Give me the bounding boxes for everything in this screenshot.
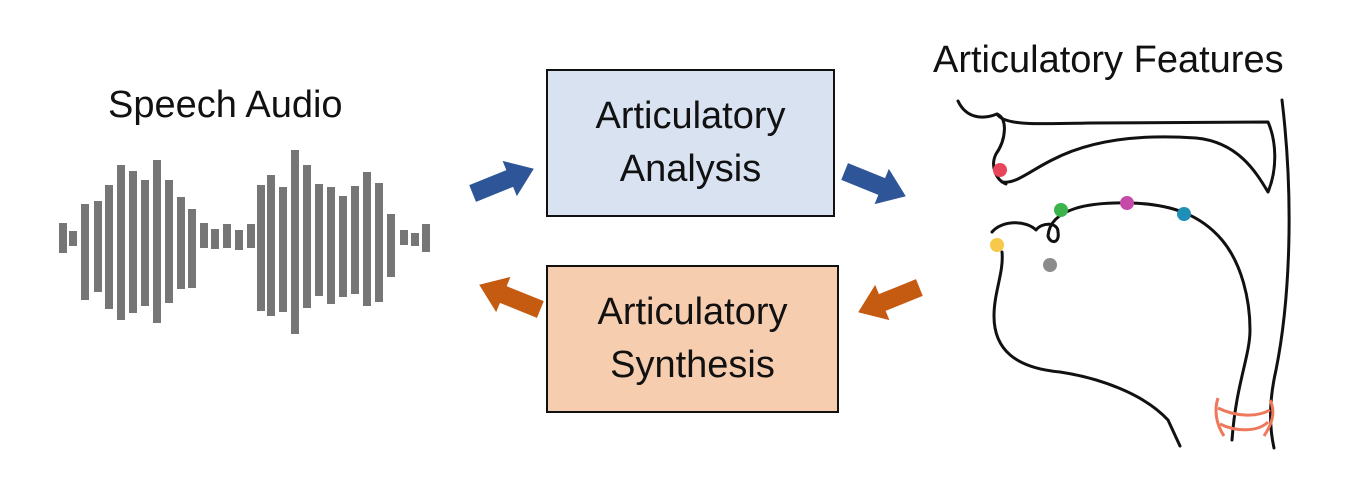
waveform-bar [188, 209, 196, 288]
waveform-bar [94, 201, 102, 292]
waveform-bar [257, 185, 265, 311]
waveform-bar [351, 186, 359, 294]
waveform-bar [177, 197, 185, 289]
waveform-bar [59, 223, 67, 253]
waveform-bar [200, 223, 208, 248]
articulatory-synthesis-box: Articulatory Synthesis [546, 265, 839, 413]
waveform-bar [327, 187, 335, 304]
waveform-bar [375, 183, 383, 302]
jaw-outline [992, 250, 1182, 448]
waveform-bar [211, 229, 219, 249]
waveform-bar [339, 196, 347, 297]
waveform-bar [363, 172, 371, 306]
speech-audio-title: Speech Audio [108, 84, 343, 126]
synthesis-label-line1: Articulatory [597, 290, 788, 333]
waveform-bar [387, 214, 395, 277]
arrow-features-to-synthesis [858, 279, 923, 321]
waveform-bar [141, 180, 149, 306]
waveform-bar [129, 171, 137, 313]
waveform-bar [279, 187, 287, 312]
sensor-tongue-tip-dot [1054, 203, 1068, 217]
waveform-bar [400, 230, 408, 245]
arrow-synthesis-to-audio [479, 276, 544, 318]
synthesis-label-line2: Synthesis [610, 344, 775, 386]
sensor-tongue-dorsum-dot [1177, 207, 1191, 221]
sensor-lower-incisor-dot [1043, 258, 1057, 272]
tongue-outline [990, 201, 1252, 442]
waveform-bars [59, 150, 430, 334]
speech-waveform-icon [59, 150, 430, 334]
arrow-audio-to-analysis [469, 160, 534, 202]
waveform-bar [291, 150, 299, 334]
larynx-icon [1214, 397, 1275, 437]
waveform-bar [422, 224, 430, 252]
waveform-bar [81, 204, 89, 300]
waveform-bar [153, 160, 161, 323]
palate-outline [995, 112, 1277, 194]
articulatory-features-title: Articulatory Features [933, 39, 1284, 81]
waveform-bar [267, 175, 275, 316]
analysis-label-line2: Analysis [619, 148, 762, 190]
analysis-label-line1: Articulatory [595, 94, 786, 137]
waveform-bar [235, 230, 243, 250]
waveform-bar [315, 184, 323, 296]
waveform-bar [223, 224, 231, 248]
sensor-upper-lip-dot [993, 163, 1007, 177]
arrow-analysis-to-features [841, 163, 906, 205]
sensor-tongue-body-dot [1120, 196, 1134, 210]
waveform-bar [165, 180, 173, 303]
waveform-bar [303, 165, 311, 308]
articulatory-analysis-box: Articulatory Analysis [546, 69, 835, 217]
sensor-lower-lip-dot [990, 238, 1004, 252]
waveform-bar [69, 231, 77, 246]
waveform-bar [105, 185, 113, 309]
waveform-bar [247, 224, 255, 248]
waveform-bar [411, 233, 419, 246]
waveform-bar [117, 165, 125, 320]
